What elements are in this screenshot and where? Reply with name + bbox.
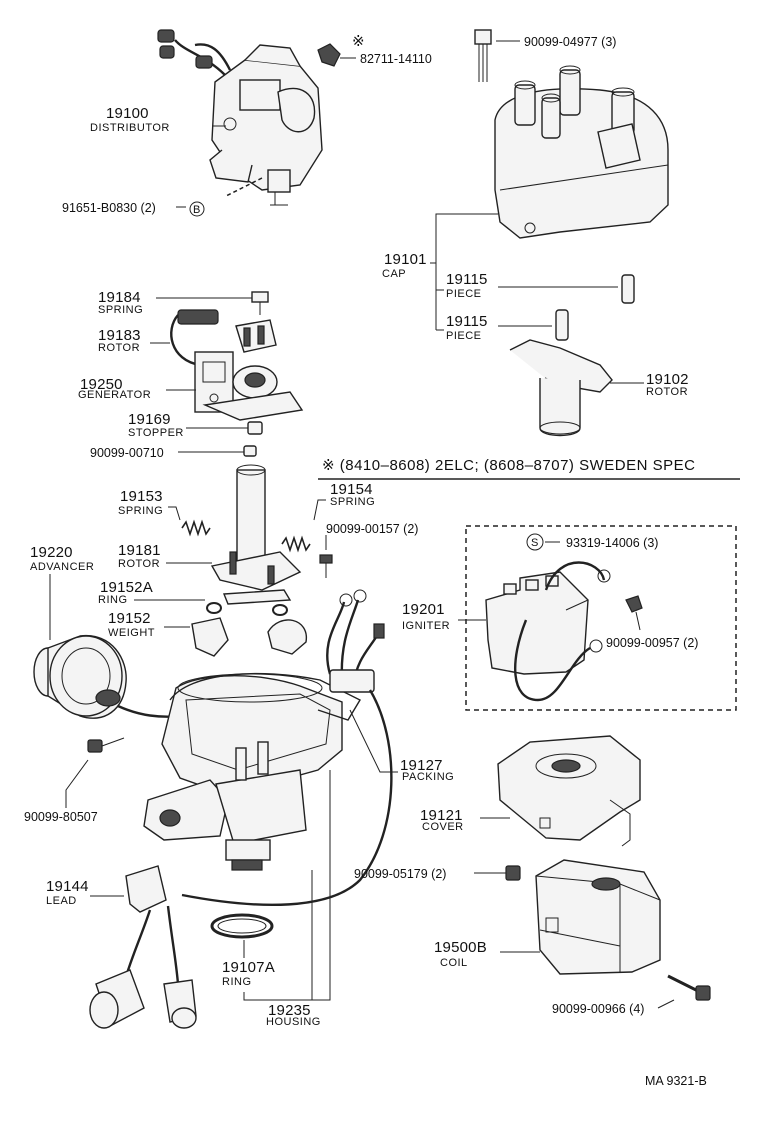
piece-2-drawing — [555, 309, 569, 341]
distributor-assembly-drawing — [157, 29, 323, 206]
part-number-93319-14006: 93319-14006 (3) — [566, 536, 658, 550]
rotor-top-drawing — [509, 339, 613, 437]
stopper-drawing — [247, 421, 263, 435]
part-num-packing: 19127 — [400, 757, 443, 774]
part-number-82711-14110: 82711-14110 — [360, 52, 432, 66]
weight-drawing — [191, 617, 307, 657]
part-name-rotor-top: ROTOR — [646, 386, 688, 398]
part-num-stopper: 19169 — [128, 411, 171, 428]
part-num-distributor: 19100 — [106, 105, 149, 122]
part-name-generator: GENERATOR — [78, 389, 151, 401]
bolt-00966-drawing — [667, 974, 711, 1001]
circle-b-mark: B — [193, 204, 201, 216]
part-name-packing: PACKING — [402, 771, 454, 783]
igniter-drawing — [485, 561, 643, 702]
part-num-cover: 19121 — [420, 807, 463, 824]
part-num-weight: 19152 — [108, 610, 151, 627]
part-num-rotor-gov: 19181 — [118, 542, 161, 559]
rotor-gen-drawing — [235, 319, 277, 353]
footer-code: MA 9321-B — [645, 1074, 707, 1088]
part-num-ring-housing: 19107A — [222, 959, 275, 976]
part-number-90099-05179: 90099-05179 (2) — [354, 867, 446, 881]
part-name-lead: LEAD — [46, 895, 77, 907]
part-name-ring-housing: RING — [222, 976, 252, 988]
part-name-stopper: STOPPER — [128, 427, 184, 439]
spring-left-drawing — [181, 519, 211, 537]
part-num-housing: 19235 — [268, 1002, 311, 1019]
part-num-cap: 19101 — [384, 251, 427, 268]
screw-05179-drawing — [505, 865, 521, 881]
part-number-90099-80507: 90099-80507 — [24, 810, 98, 824]
part-name-cap: CAP — [382, 268, 406, 280]
part-name-spring-left: SPRING — [118, 505, 163, 517]
shaft-drawing — [210, 464, 302, 605]
part-num-rotor-gen: 19183 — [98, 327, 141, 344]
part-num-spring-top: 19184 — [98, 289, 141, 306]
screw-80507-drawing — [87, 737, 125, 753]
part-num-generator: 19250 — [80, 376, 123, 393]
cap-drawing — [494, 65, 669, 239]
part-name-rotor-gov: ROTOR — [118, 558, 160, 570]
advancer-drawing — [33, 635, 183, 719]
part-number-90099-04977: 90099-04977 (3) — [524, 35, 616, 49]
part-name-rotor-gen: ROTOR — [98, 342, 140, 354]
nut-00710-drawing — [243, 445, 257, 457]
part-num-piece-1: 19115 — [446, 271, 488, 288]
part-number-90099-00710: 90099-00710 — [90, 446, 164, 460]
part-name-piece-1: PIECE — [446, 288, 482, 300]
lead-drawing — [89, 865, 197, 1029]
part-name-spring-right: SPRING — [330, 496, 375, 508]
generator-drawing — [170, 309, 304, 421]
part-number-90099-00157: 90099-00157 (2) — [326, 522, 418, 536]
screw-00157-drawing — [319, 554, 333, 578]
spec-note: ※ (8410–8608) 2ELC; (8608–8707) SWEDEN S… — [322, 457, 695, 474]
part-num-coil: 19500B — [434, 939, 487, 956]
part-num-ring-weight: 19152A — [100, 579, 153, 596]
spring-right-drawing — [281, 535, 311, 553]
part-num-rotor-top: 19102 — [646, 371, 689, 388]
packing-drawing — [169, 673, 361, 721]
circle-s-mark: S — [531, 537, 539, 549]
housing-drawing — [143, 673, 343, 871]
part-number-90099-00966: 90099-00966 (4) — [552, 1002, 644, 1016]
asterisk-mark: ※ — [352, 33, 365, 50]
igniter-variant-box — [465, 525, 737, 711]
bolt-90099-04977-drawing — [474, 29, 520, 82]
part-name-ring-weight: RING — [98, 594, 128, 606]
part-name-piece-2: PIECE — [446, 330, 482, 342]
part-name-spring-top: SPRING — [98, 304, 143, 316]
part-name-advancer: ADVANCER — [30, 561, 94, 573]
part-num-lead: 19144 — [46, 878, 89, 895]
part-name-distributor: DISTRIBUTOR — [90, 122, 170, 134]
housing-wires-drawing — [181, 589, 393, 907]
part-num-spring-left: 19153 — [120, 488, 163, 505]
coil-drawing — [535, 859, 661, 975]
clip-82711-drawing — [317, 43, 356, 67]
part-name-coil: COIL — [440, 957, 468, 969]
part-name-cover: COVER — [422, 821, 464, 833]
part-num-igniter: 19201 — [402, 601, 445, 618]
cover-drawing — [497, 735, 641, 847]
ring-weight-drawing — [206, 602, 288, 616]
ring-housing-drawing — [210, 913, 274, 939]
spring-top-drawing — [251, 291, 269, 315]
part-name-weight: WEIGHT — [108, 627, 155, 639]
part-number-91651-b0830: 91651-B0830 (2) — [62, 201, 156, 215]
piece-1-drawing — [621, 274, 635, 304]
part-name-igniter: IGNITER — [402, 620, 450, 632]
part-name-housing: HOUSING — [266, 1016, 321, 1028]
part-num-piece-2: 19115 — [446, 313, 488, 330]
part-num-spring-right: 19154 — [330, 481, 373, 498]
part-number-90099-00957: 90099-00957 (2) — [606, 636, 698, 650]
part-num-advancer: 19220 — [30, 544, 73, 561]
